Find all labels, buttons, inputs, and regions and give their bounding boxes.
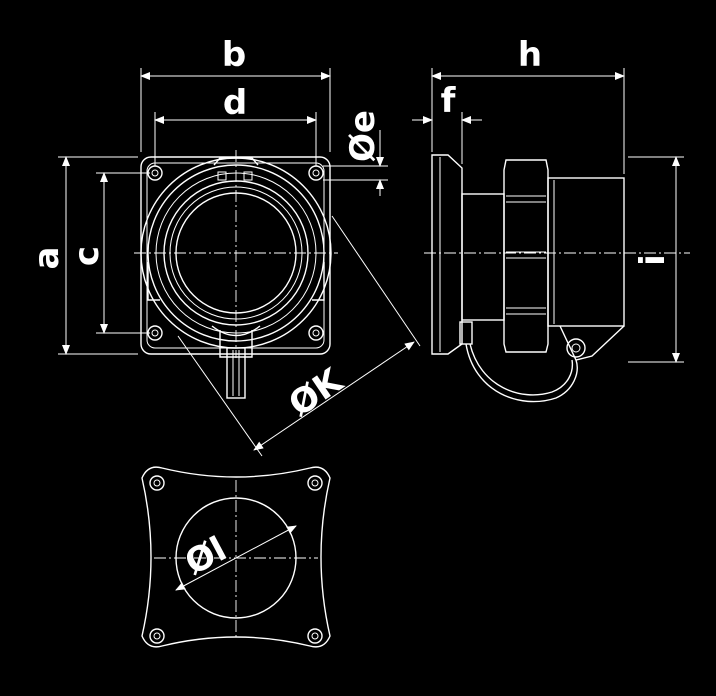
side-coupling-ring <box>503 159 549 353</box>
dimension-f <box>412 112 482 164</box>
dimension-c <box>96 172 150 334</box>
dimension-h <box>431 68 625 174</box>
side-flange <box>431 154 463 355</box>
side-view <box>424 154 690 403</box>
dimension-b <box>140 68 331 152</box>
right-catch <box>312 262 325 301</box>
dimension-k <box>177 215 421 457</box>
front-view <box>134 150 338 399</box>
cutout-view <box>141 466 331 648</box>
retaining-strap <box>465 343 578 403</box>
left-catch <box>147 262 160 301</box>
dimension-a <box>58 156 138 355</box>
label-f: f <box>441 81 457 121</box>
side-body <box>461 193 505 321</box>
dimension-e <box>323 130 388 196</box>
dimension-i <box>628 156 684 363</box>
label-d: d <box>223 83 247 123</box>
label-b: b <box>222 35 246 75</box>
label-k: ØK <box>282 360 352 425</box>
cutout-outline <box>141 466 331 648</box>
label-l: Øl <box>179 529 234 583</box>
label-c: c <box>67 246 107 266</box>
label-h: h <box>518 35 542 75</box>
label-a: a <box>27 247 67 270</box>
lid-hinge-pin <box>226 347 246 399</box>
dimension-l <box>175 525 297 591</box>
label-i: i <box>633 254 673 266</box>
dimension-d <box>154 112 317 166</box>
cutout-mounting-holes <box>149 475 323 644</box>
side-socket-front <box>547 177 625 327</box>
label-e: Øe <box>343 110 383 162</box>
